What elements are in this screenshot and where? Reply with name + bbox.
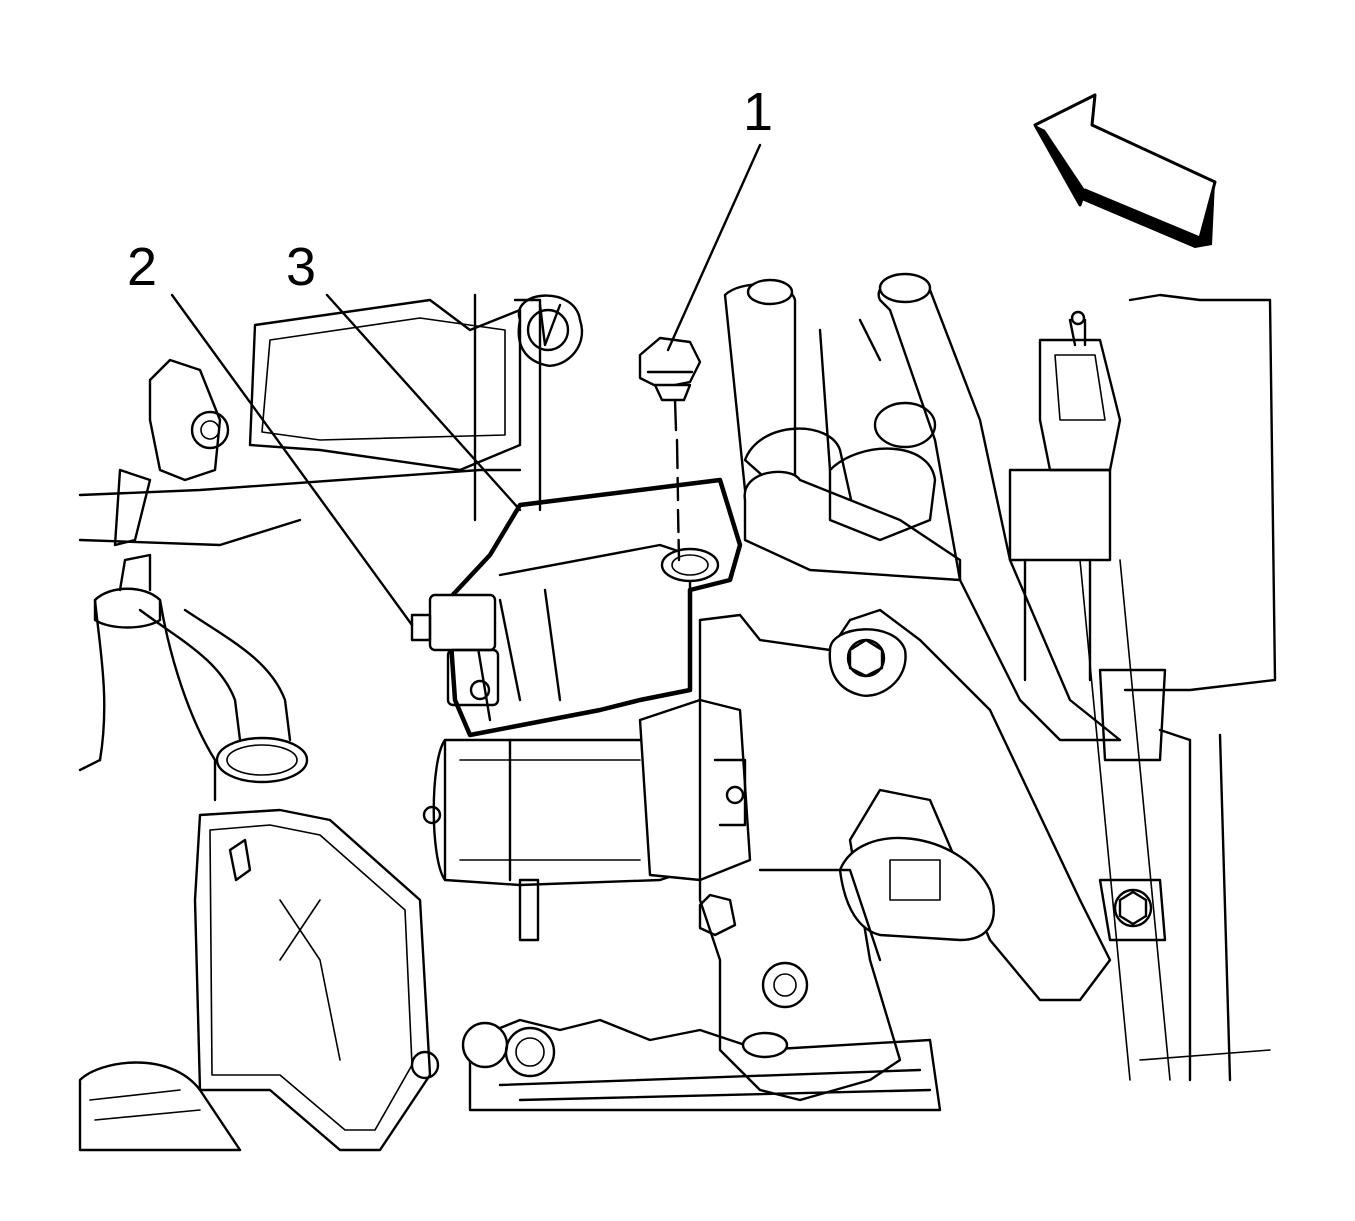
starter-motor bbox=[422, 698, 752, 942]
leader-line-1 bbox=[666, 143, 762, 352]
upper-bolt-boss bbox=[517, 294, 584, 367]
leader-line-3 bbox=[325, 293, 522, 512]
callout-1: 1 bbox=[743, 82, 774, 142]
mount-bracket bbox=[698, 272, 1122, 1102]
starter-solenoid bbox=[410, 477, 743, 738]
callout-2: 2 bbox=[127, 237, 158, 297]
leader-line-2 bbox=[170, 293, 414, 627]
oil-pan bbox=[78, 808, 440, 1152]
leader-lines bbox=[170, 143, 762, 627]
coolant-hose-left bbox=[78, 553, 309, 802]
wiring-harness-right bbox=[1008, 310, 1171, 1081]
engine-block-outline bbox=[78, 293, 1277, 1082]
arrow-up-left-icon bbox=[1033, 93, 1217, 248]
callout-3: 3 bbox=[286, 237, 317, 297]
starter-bolt bbox=[638, 336, 702, 562]
transmission-housing bbox=[461, 893, 942, 1112]
